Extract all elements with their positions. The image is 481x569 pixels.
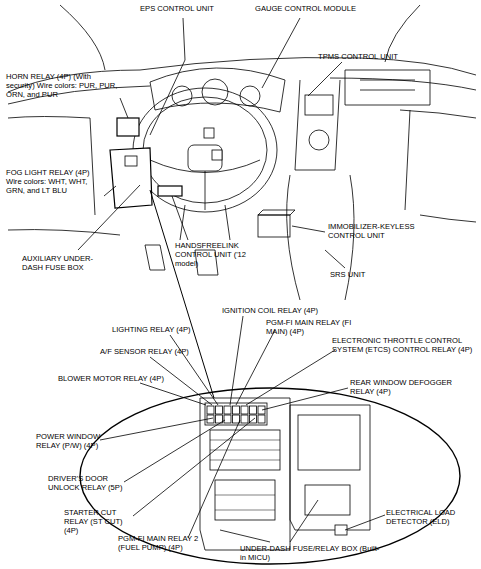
callout-label: HANDSFREELINK CONTROL UNIT ('12 model) xyxy=(175,241,265,268)
callout-label: HORN RELAY (4P) (With security) Wire col… xyxy=(6,72,118,99)
callout-label: GAUGE CONTROL MODULE xyxy=(255,4,365,13)
callout-label: A/F SENSOR RELAY (4P) xyxy=(100,347,200,356)
callout-label: REAR WINDOW DEFOGGER RELAY (4P) xyxy=(350,378,475,396)
callout-label: SRS UNIT xyxy=(330,270,390,279)
relay-symbol xyxy=(233,415,240,423)
callout-label: AUXILIARY UNDER-DASH FUSE BOX xyxy=(22,254,102,272)
callout-label: DRIVER'S DOOR UNLOCK RELAY (5P) xyxy=(48,474,128,492)
relay-symbol xyxy=(258,406,265,414)
callout-label: IMMOBILIZER-KEYLESS CONTROL UNIT xyxy=(328,222,418,240)
relay-symbol xyxy=(250,406,257,414)
callout-label: POWER WINDOW RELAY (P/W) (4P) xyxy=(36,432,106,450)
callout-label: ELECTRONIC THROTTLE CONTROL SYSTEM (ETCS… xyxy=(332,336,477,354)
callout-label: ELECTRICAL LOAD DETECTOR (ELD) xyxy=(386,508,476,526)
callout-label: LIGHTING RELAY (4P) xyxy=(112,325,202,334)
relay-symbol xyxy=(224,406,231,414)
relay-symbol xyxy=(207,406,214,414)
callout-label: STARTER CUT RELAY (ST CUT) (4P) xyxy=(64,508,136,535)
relay-symbol xyxy=(241,406,248,414)
callout-label: EPS CONTROL UNIT xyxy=(140,4,230,13)
callout-label: BLOWER MOTOR RELAY (4P) xyxy=(58,374,168,383)
relay-symbol xyxy=(216,406,223,414)
callout-label: PGM-FI MAIN RELAY 2 (FUEL PUMP) (4P) xyxy=(118,534,208,552)
relay-symbol xyxy=(224,415,231,423)
callout-label: PGM-FI MAIN RELAY (FI MAIN) (4P) xyxy=(266,318,366,336)
callout-label: TPMS CONTROL UNIT xyxy=(318,52,418,61)
callout-label: IGNITION COIL RELAY (4P) xyxy=(222,306,332,315)
callout-label: FOG LIGHT RELAY (4P) Wire colors: WHT, W… xyxy=(6,168,106,195)
relay-symbol xyxy=(258,415,265,423)
relay-symbol xyxy=(233,406,240,414)
relay-symbol xyxy=(241,415,248,423)
callout-label: UNDER-DASH FUSE/RELAY BOX (Built-in MICU… xyxy=(240,544,380,562)
